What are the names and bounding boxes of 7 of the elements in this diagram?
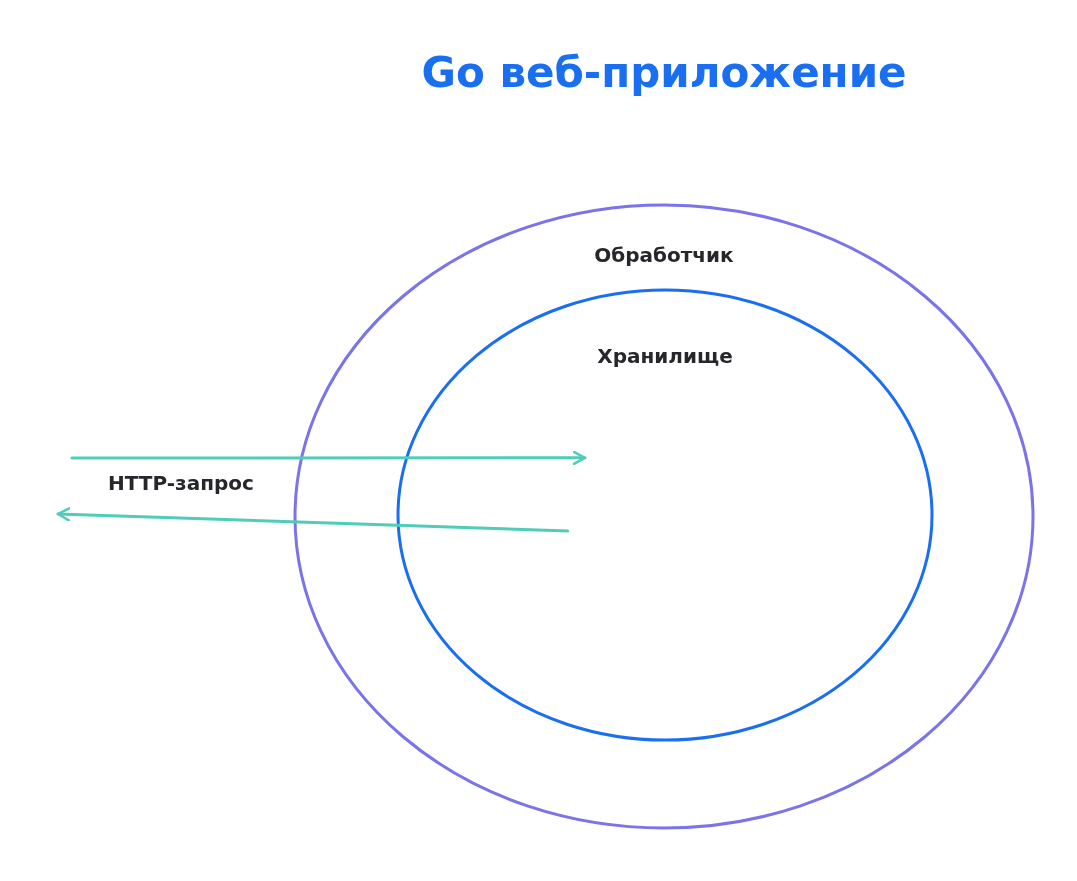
ellipse-region xyxy=(295,205,1033,828)
ellipse-region xyxy=(398,290,932,740)
arrow xyxy=(70,450,587,466)
region-label: Обработчик xyxy=(594,243,734,267)
arrow xyxy=(56,507,570,533)
diagram-title: Go веб-приложение xyxy=(420,48,908,97)
region-label: Хранилище xyxy=(597,344,733,368)
